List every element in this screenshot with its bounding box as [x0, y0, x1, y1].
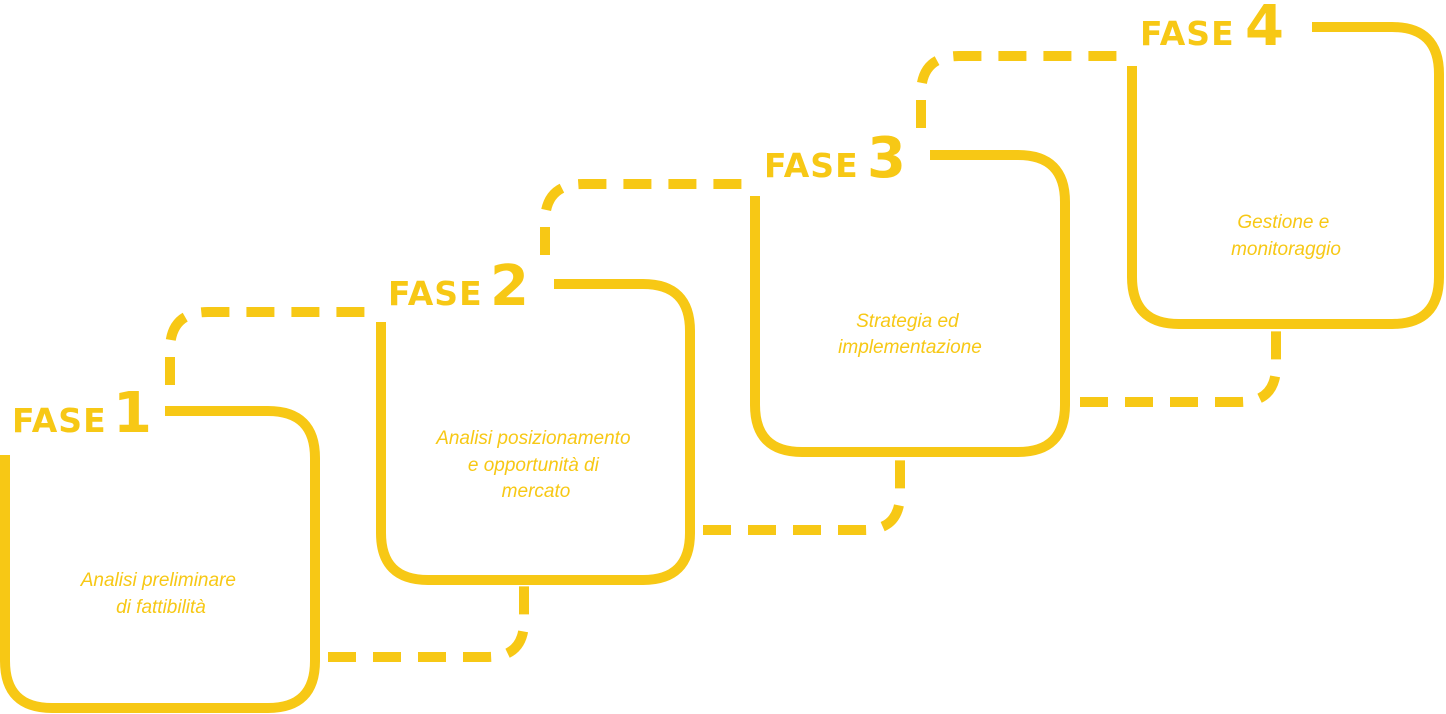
phase-2-word: FASE: [388, 274, 483, 313]
phase-1-desc-line: Analisi preliminare: [80, 570, 236, 591]
phase-1-word: FASE: [12, 401, 107, 440]
phase-4-number: 4: [1245, 0, 1284, 59]
phase-1-desc-line: di fattibilità: [116, 597, 206, 618]
phase-2-desc-line: Analisi posizionamento: [435, 428, 630, 449]
phase-3-box: [750, 150, 1070, 457]
phase-3-desc-line: Strategia ed: [856, 311, 960, 332]
dashed-connectors: [165, 51, 1281, 662]
phase-3-word: FASE: [764, 146, 859, 185]
connector-3-4-bottom: [1080, 328, 1281, 407]
phase-4-desc-line: Gestione e: [1237, 212, 1329, 233]
phase-3-desc-line: implementazione: [838, 337, 982, 358]
phase-4-description: Gestione e monitoraggio: [1231, 212, 1341, 260]
phase-1-number: 1: [113, 381, 152, 446]
phase-4-desc-line: monitoraggio: [1231, 239, 1341, 260]
phase-1-heading: FASE 1: [12, 381, 152, 446]
phase-1-description: Analisi preliminare di fattibilità: [80, 570, 242, 618]
phase-2-heading: FASE 2: [388, 254, 529, 319]
phase-4-box: [1127, 22, 1444, 329]
phase-1-box: [0, 406, 320, 713]
phase-3-heading: FASE 3: [764, 126, 906, 191]
phase-2-box: [376, 279, 695, 585]
phase-3-number: 3: [867, 126, 906, 191]
connector-1-2-top: [165, 307, 368, 385]
phase-4-heading: FASE 4: [1140, 0, 1284, 59]
phase-2-desc-line: e opportunità di: [468, 455, 600, 476]
connector-2-3-bottom: [703, 456, 905, 535]
connector-1-2-bottom: [328, 584, 529, 662]
phase-2-desc-line: mercato: [502, 481, 571, 502]
phase-boxes: [0, 22, 1444, 713]
phase-2-description: Analisi posizionamento e opportunità di …: [435, 428, 636, 502]
connector-3-4-top: [916, 51, 1122, 128]
phase-2-number: 2: [490, 254, 529, 319]
phase-4-word: FASE: [1140, 14, 1235, 53]
connector-2-3-top: [540, 179, 745, 255]
phase-3-description: Strategia ed implementazione: [838, 311, 982, 358]
